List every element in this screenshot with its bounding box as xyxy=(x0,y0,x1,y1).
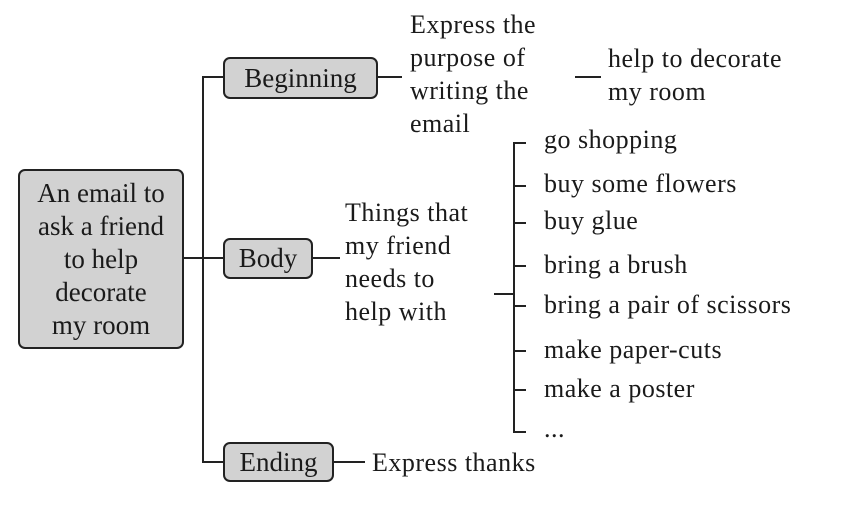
ending-out-connector xyxy=(334,461,365,463)
body-out-connector xyxy=(313,257,340,259)
beginning-label: Beginning xyxy=(244,62,357,93)
item-tick xyxy=(513,389,526,391)
items-connector xyxy=(494,293,514,295)
item-tick xyxy=(513,142,526,144)
ending-connector xyxy=(202,461,223,463)
main-trunk xyxy=(202,76,204,463)
body-desc-line: help with xyxy=(345,297,447,326)
beginning-detail-line: my room xyxy=(608,77,707,106)
body-desc-line: my friend xyxy=(345,231,452,260)
item-tick xyxy=(513,431,526,433)
blank-line xyxy=(575,76,601,78)
items-bracket xyxy=(513,142,515,433)
beginning-desc-line: email xyxy=(410,109,471,138)
ending-description: Express thanks xyxy=(372,448,536,477)
body-item: ... xyxy=(544,414,565,443)
beginning-detail: help to decorate my room xyxy=(608,42,782,108)
beginning-desc-line: purpose of xyxy=(410,43,526,72)
ending-label: Ending xyxy=(239,446,318,477)
body-connector xyxy=(202,257,223,259)
body-node: Body xyxy=(223,238,313,279)
root-line: to help xyxy=(63,243,139,274)
item-tick xyxy=(513,350,526,352)
beginning-desc-line: writing the xyxy=(410,76,529,105)
ending-node: Ending xyxy=(223,442,334,482)
beginning-detail-line: help to decorate xyxy=(608,44,783,73)
body-desc-line: Things that xyxy=(345,198,469,227)
body-item: make a poster xyxy=(544,374,695,403)
body-description: Things that my friend needs to help with xyxy=(345,196,468,328)
body-item: bring a brush xyxy=(544,250,688,279)
root-line: ask a friend xyxy=(38,210,164,241)
item-tick xyxy=(513,185,526,187)
item-tick xyxy=(513,222,526,224)
root-line: decorate xyxy=(55,276,147,307)
root-node: An email to ask a friend to help decorat… xyxy=(18,169,184,349)
beginning-node: Beginning xyxy=(223,57,378,99)
beginning-connector xyxy=(202,76,223,78)
beginning-description: Express the purpose of writing the email xyxy=(410,8,536,140)
body-label: Body xyxy=(238,243,298,273)
root-connector xyxy=(184,257,203,259)
root-line: An email to xyxy=(37,177,165,208)
beginning-desc-line: Express the xyxy=(410,10,537,39)
body-item: make paper-cuts xyxy=(544,335,723,364)
item-tick xyxy=(513,265,526,267)
body-item: go shopping xyxy=(544,125,678,154)
beginning-out-connector xyxy=(378,76,402,78)
body-item: buy some flowers xyxy=(544,169,737,198)
body-item: buy glue xyxy=(544,206,639,235)
body-desc-line: needs to xyxy=(345,264,435,293)
root-line: my room xyxy=(51,309,151,340)
item-tick xyxy=(513,305,526,307)
body-item: bring a pair of scissors xyxy=(544,290,792,319)
